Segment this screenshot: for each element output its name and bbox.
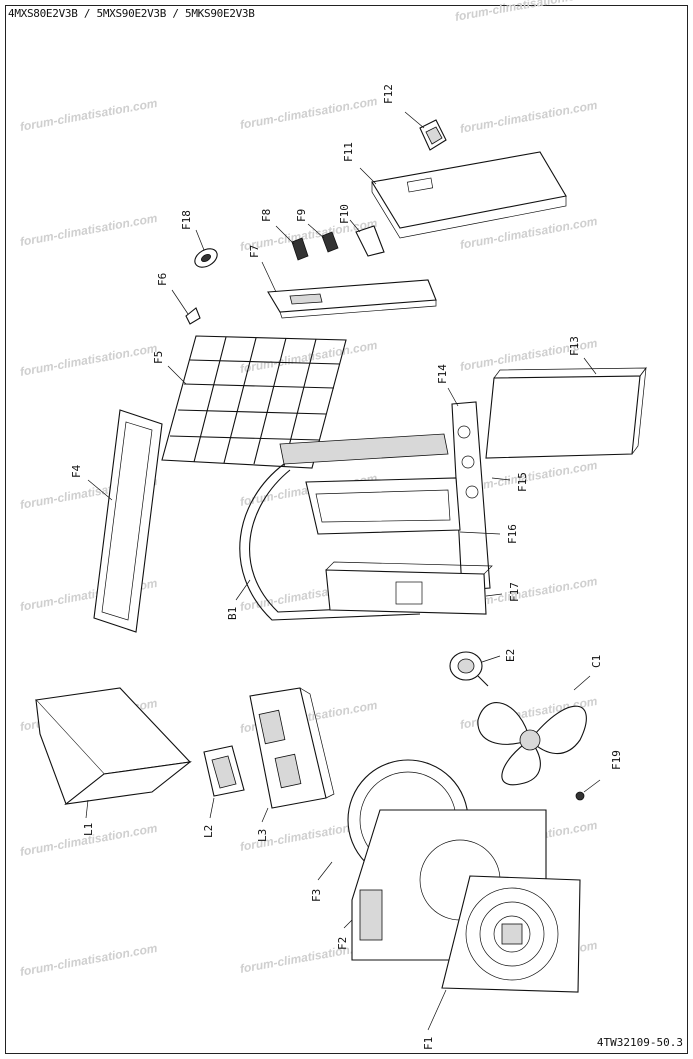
label-f9: F9 [295,209,308,222]
label-f1: F1 [422,1037,435,1050]
label-l1: L1 [82,823,95,836]
label-f17: F17 [508,582,521,602]
label-f19: F19 [610,750,623,770]
document-code: 4TW32109-50.3 [596,1036,683,1049]
part-l1 [34,687,192,819]
part-f8 [275,225,309,261]
model-title: 4MXS80E2V3B / 5MXS90E2V3B / 5MKS90E2V3B [8,7,255,20]
part-f6 [171,289,201,325]
part-f1 [427,875,581,1031]
label-f11: F11 [342,142,355,162]
part-f13 [485,357,647,459]
part-f5 [161,335,347,469]
label-f6: F6 [156,273,169,286]
drawing-frame [5,5,688,1054]
part-c1 [477,675,591,786]
part-coil [235,433,449,621]
part-f18 [194,229,218,268]
label-b1: B1 [226,607,239,620]
label-f18: F18 [180,210,193,230]
label-f15: F15 [516,472,529,492]
part-f19 [575,779,601,801]
part-f4 [87,409,163,633]
label-f16: F16 [506,524,519,544]
part-f12 [404,111,447,151]
label-f7: F7 [248,245,261,258]
label-f12: F12 [382,84,395,104]
label-f3: F3 [310,889,323,902]
part-f17 [325,561,503,615]
part-f9 [307,223,339,253]
part-f11 [359,151,567,239]
label-f14: F14 [436,364,449,384]
label-f10: F10 [338,204,351,224]
part-f10 [349,219,385,257]
label-f13: F13 [568,336,581,356]
label-f5: F5 [152,351,165,364]
label-c1: C1 [590,655,603,668]
part-e2 [449,651,501,687]
label-f4: F4 [70,464,83,478]
part-l2 [203,745,245,819]
part-f16 [305,477,501,535]
label-l2: L2 [202,825,215,838]
label-l3: L3 [256,829,269,842]
label-f8: F8 [260,209,273,222]
part-f7 [261,261,437,319]
label-e2: E2 [504,649,517,662]
part-l3 [249,687,335,823]
label-f2: F2 [336,937,349,950]
